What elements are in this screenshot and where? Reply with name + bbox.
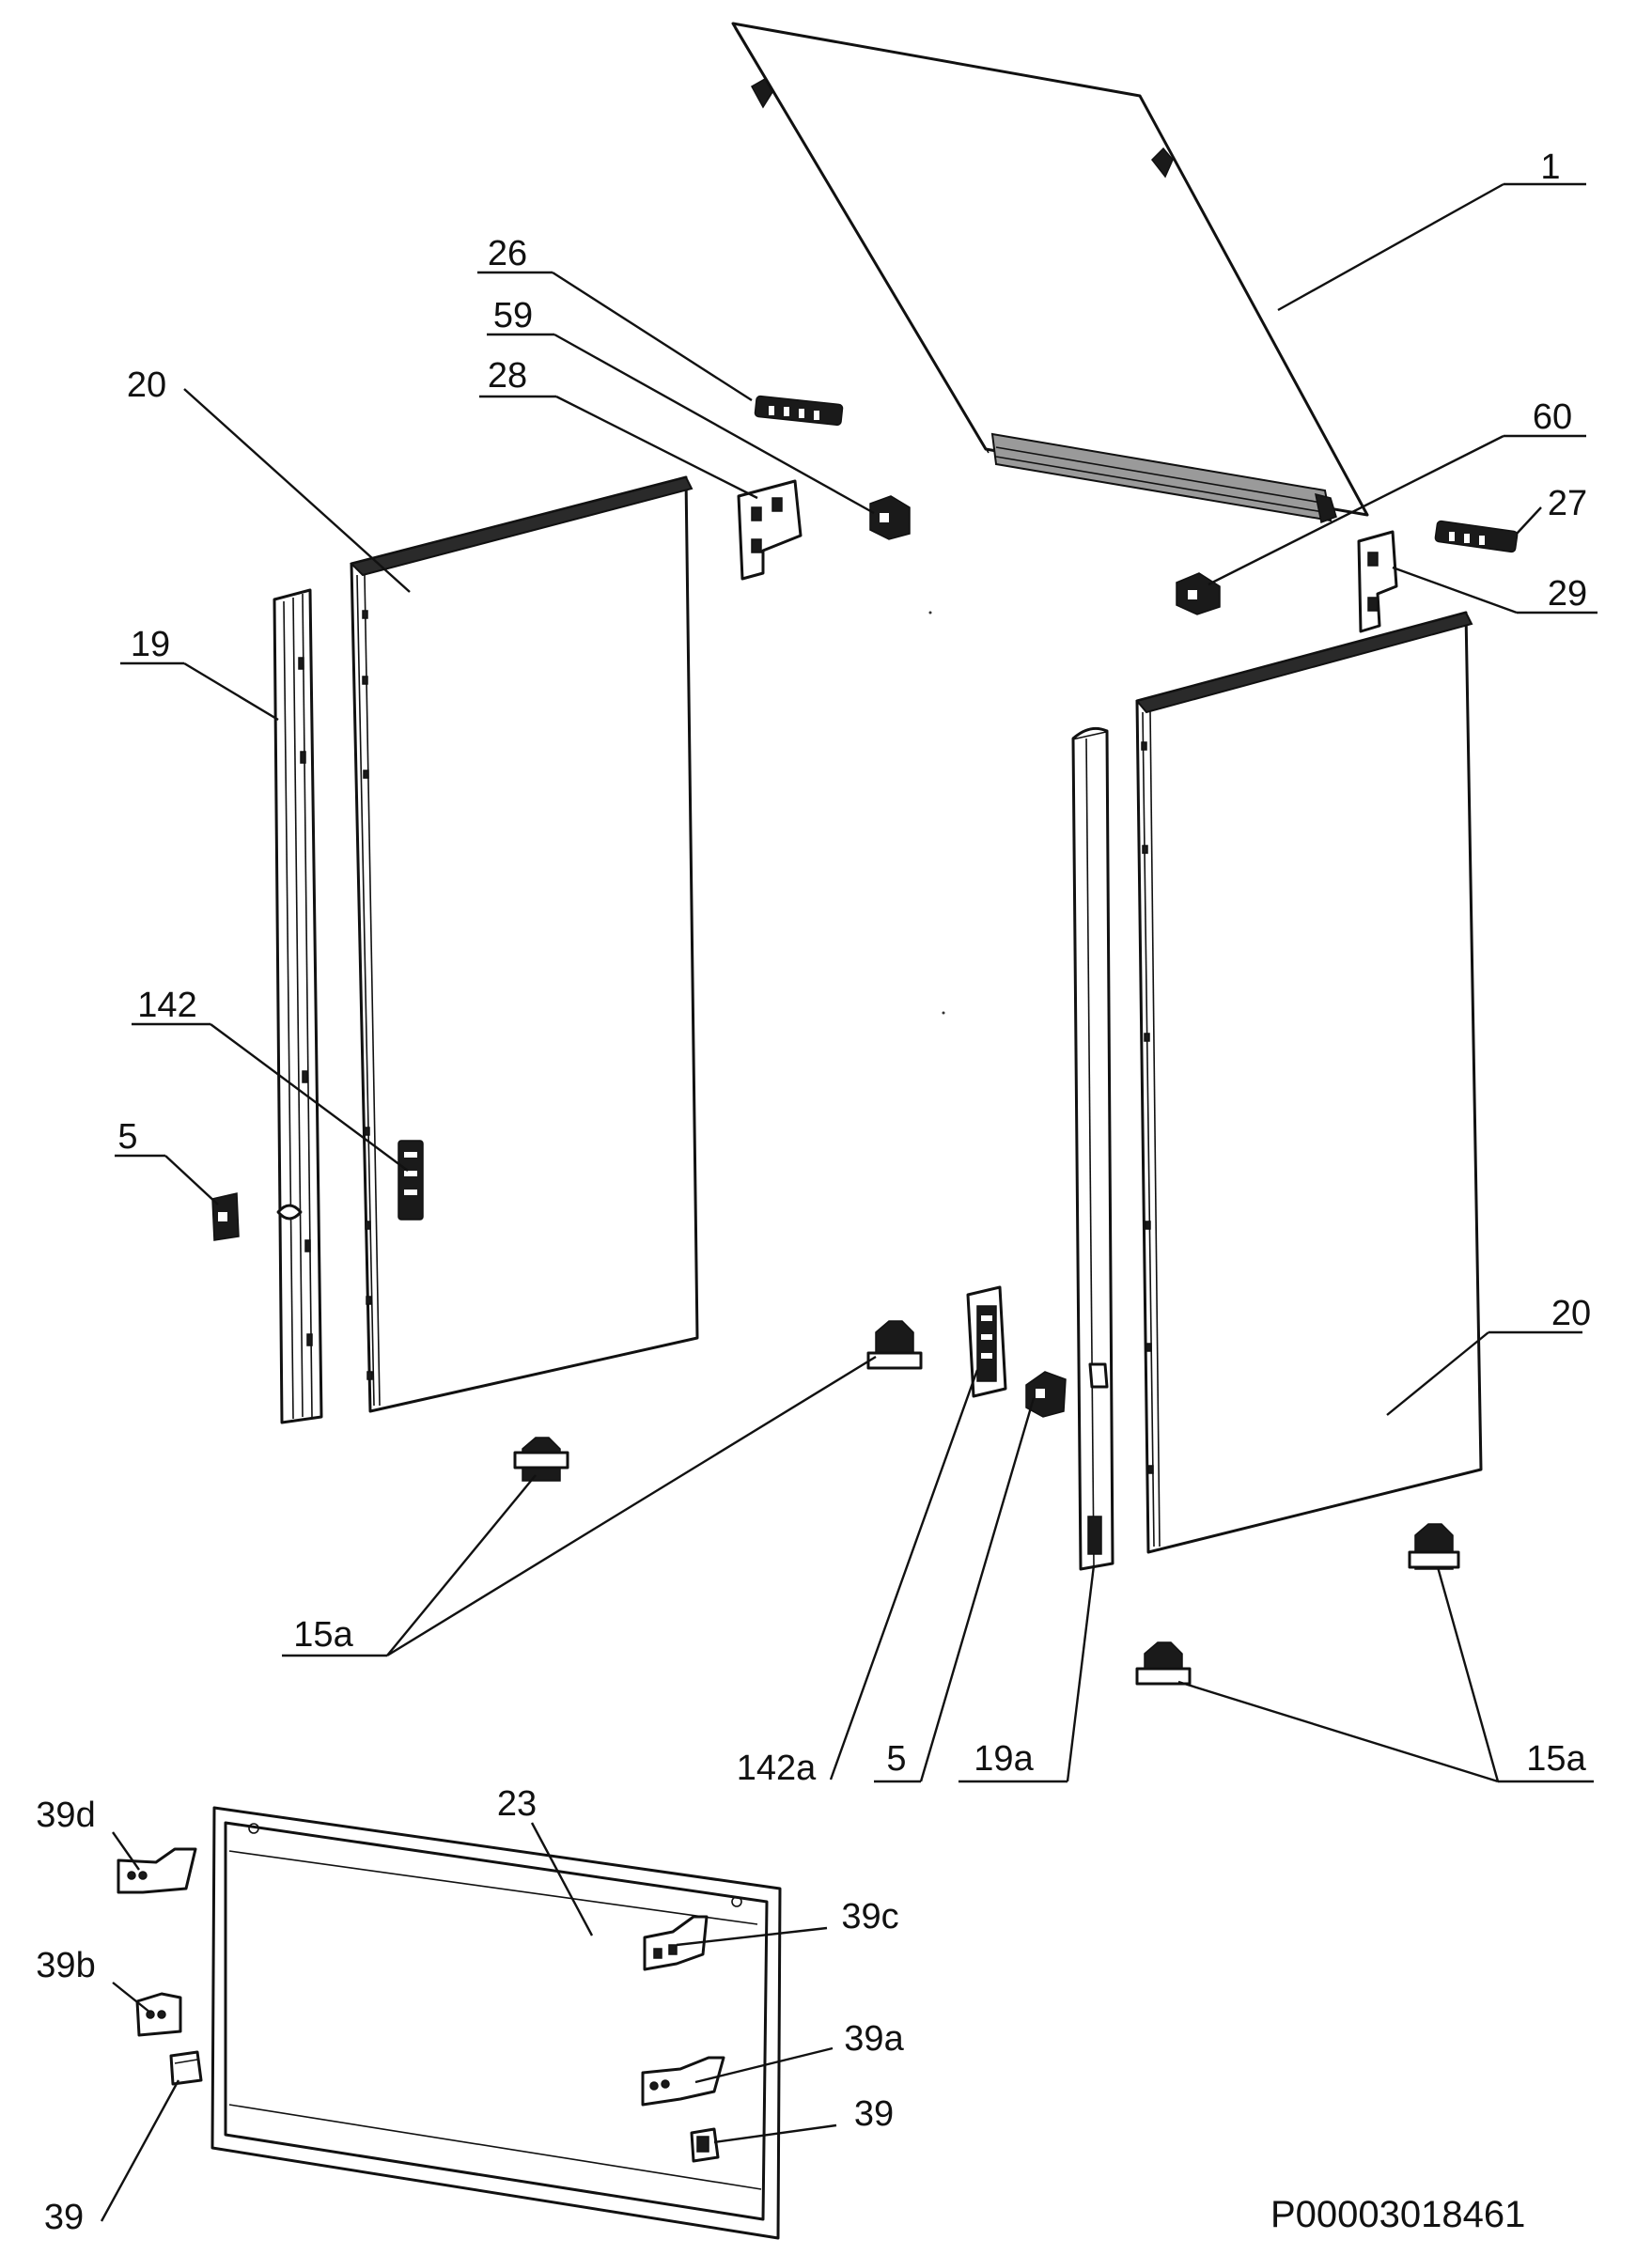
callout-5-left: 5 (115, 1117, 219, 1205)
callout-26: 26 (477, 234, 753, 402)
part-23-bottom-panel (210, 1806, 782, 2240)
callout-20-left: 20 (127, 365, 411, 593)
label-142: 142 (137, 986, 196, 1025)
part-19a-right-strip (1071, 726, 1114, 1571)
label-5-left: 5 (117, 1117, 137, 1157)
label-59: 59 (493, 296, 533, 335)
label-39b: 39b (36, 1946, 95, 1985)
part-28-hinge-bracket (737, 479, 803, 581)
callout-39b: 39b (36, 1946, 151, 2014)
callout-23: 23 (497, 1784, 594, 1936)
part-29-hinge-bracket (1357, 530, 1398, 633)
label-20-left: 20 (127, 365, 166, 405)
part-142a-handle (966, 1285, 1007, 1398)
part-27-hinge-pin (1434, 520, 1519, 553)
part-60-hinge-bush (1176, 572, 1221, 615)
part-19-left-strip (273, 588, 323, 1424)
callout-39-right: 39 (713, 2094, 894, 2144)
label-28: 28 (488, 356, 527, 396)
callout-15a-left: 15a (282, 1355, 877, 1657)
part-20-left-door (350, 475, 699, 1413)
callout-5-mid: 5 (874, 1397, 1036, 1783)
callout-59: 59 (487, 296, 875, 515)
callout-142: 142 (132, 986, 409, 1172)
part-39b-bracket (135, 1992, 182, 2037)
part-59-hinge-bush (869, 495, 911, 540)
part-26-hinge-pin (754, 395, 844, 427)
part-15a-foot-left-high (866, 1320, 923, 1370)
callout-19: 19 (120, 625, 279, 722)
part-15a-foot-right-high (1408, 1523, 1460, 1570)
label-26: 26 (488, 234, 527, 273)
label-20-right: 20 (1551, 1294, 1591, 1333)
callout-39-left: 39 (44, 2079, 180, 2237)
callout-20-right: 20 (1386, 1294, 1591, 1416)
part-20-right-door (1135, 611, 1483, 1554)
label-5-mid: 5 (886, 1739, 906, 1779)
label-39a: 39a (844, 2019, 904, 2059)
part-5-mid-catch (1025, 1371, 1067, 1418)
part-39-right-block (690, 2127, 720, 2163)
part-5-left-catch (211, 1192, 240, 1241)
label-142a: 142a (737, 1749, 817, 1788)
drawing-code: P00003018461 (1270, 2194, 1525, 2235)
label-1: 1 (1540, 148, 1560, 187)
callout-39c: 39c (676, 1897, 899, 1947)
part-39-left-block (169, 2050, 203, 2086)
label-39-right: 39 (854, 2094, 894, 2134)
label-39d: 39d (36, 1796, 95, 1835)
part-1-top-panel (731, 22, 1369, 524)
callout-29: 29 (1392, 566, 1597, 614)
callout-19a: 19a (958, 1564, 1096, 1783)
label-39c: 39c (841, 1897, 898, 1936)
callout-39a: 39a (694, 2019, 905, 2084)
label-19: 19 (131, 625, 170, 664)
part-15a-foot-left-low (513, 1437, 569, 1482)
part-15a-foot-right-low (1135, 1641, 1192, 1686)
part-39a-bracket (641, 2056, 725, 2107)
callout-28: 28 (479, 356, 758, 500)
label-27: 27 (1548, 484, 1587, 523)
label-60: 60 (1533, 397, 1572, 437)
callout-39d: 39d (36, 1796, 140, 1871)
label-23: 23 (497, 1784, 537, 1824)
part-39c-bracket (643, 1915, 709, 1971)
callout-27: 27 (1516, 484, 1587, 535)
part-39d-bracket (117, 1847, 197, 1894)
part-142-left-handle (397, 1140, 424, 1221)
callout-15a-right: 15a (1177, 1566, 1594, 1783)
label-29: 29 (1548, 574, 1587, 614)
callout-142a: 142a (737, 1369, 979, 1788)
label-15a-left: 15a (293, 1615, 353, 1655)
label-15a-right: 15a (1526, 1739, 1586, 1779)
label-39-left: 39 (44, 2198, 84, 2237)
callout-1: 1 (1277, 148, 1586, 312)
label-19a: 19a (974, 1739, 1034, 1779)
callout-60: 60 (1208, 397, 1586, 586)
